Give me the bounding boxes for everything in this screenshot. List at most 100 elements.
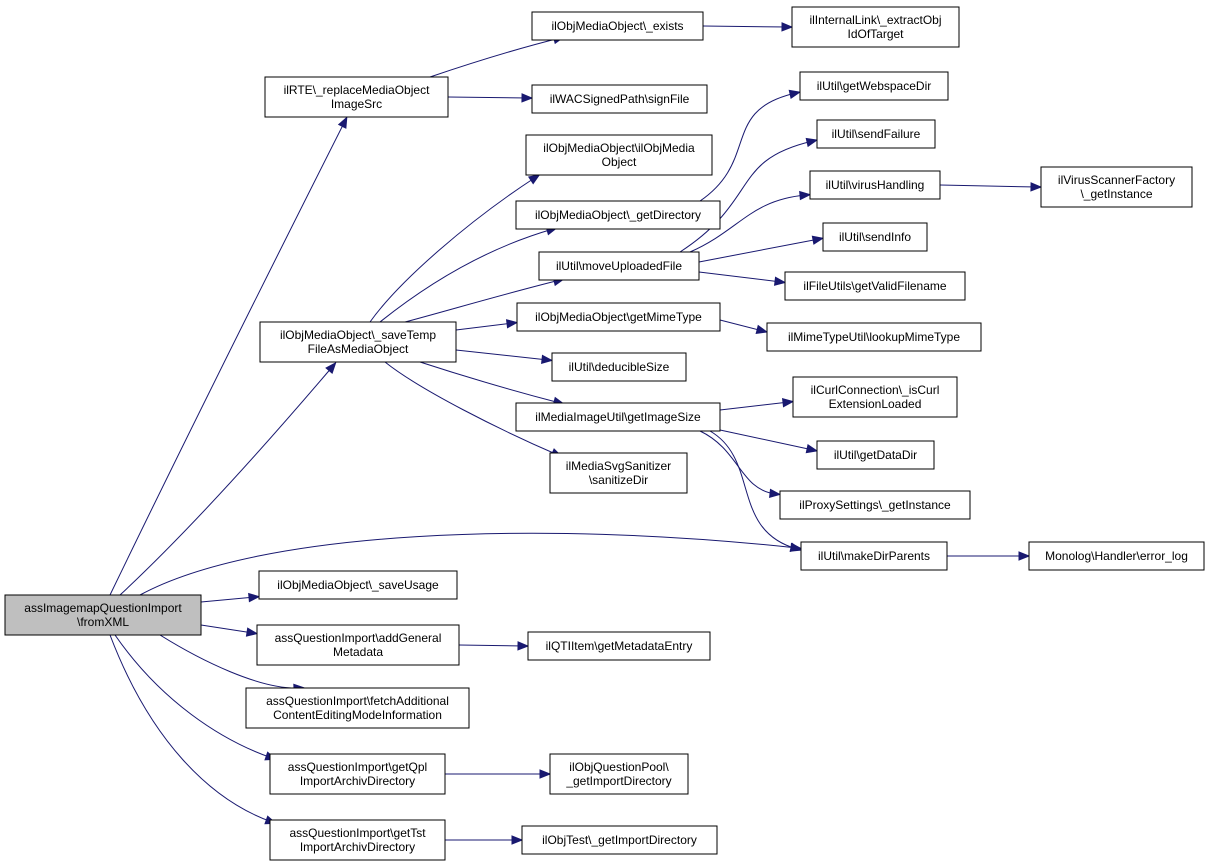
node-root[interactable]: assImagemapQuestionImport\fromXML xyxy=(4,594,202,636)
node-label: ilFileUtils\getValidFilename xyxy=(803,279,946,293)
node-label: Metadata xyxy=(333,645,383,659)
node-box xyxy=(799,71,949,101)
node-sendfail[interactable]: ilUtil\sendFailure xyxy=(816,119,936,149)
node-label: assQuestionImport\addGeneral xyxy=(275,631,442,645)
node-box xyxy=(525,134,713,176)
node-label: ImportArchivDirectory xyxy=(300,840,415,854)
node-label: \sanitizeDir xyxy=(589,473,648,487)
node-saveusage[interactable]: ilObjMediaObject\_saveUsage xyxy=(258,570,458,600)
node-imagesize[interactable]: ilMediaImageUtil\getImageSize xyxy=(515,402,721,432)
node-omoctor[interactable]: ilObjMediaObject\ilObjMediaObject xyxy=(525,134,713,176)
node-mkdir[interactable]: ilUtil\makeDirParents xyxy=(800,541,948,571)
node-monolog[interactable]: Monolog\Handler\error_log xyxy=(1028,541,1205,571)
node-validfn[interactable]: ilFileUtils\getValidFilename xyxy=(784,271,966,301)
node-label: ilMimeTypeUtil\lookupMimeType xyxy=(788,330,960,344)
edge-moveup-to-sendfail xyxy=(679,137,819,253)
edge-moveup-to-virus xyxy=(689,190,812,253)
edge-addmeta-to-qtimeta xyxy=(458,641,530,651)
node-wac[interactable]: ilWACSignedPath\signFile xyxy=(531,84,708,114)
node-tstimport[interactable]: ilObjTest\_getImportDirectory xyxy=(521,825,718,855)
arrowhead xyxy=(773,276,787,286)
edge-savetemp-to-omoctor xyxy=(369,174,541,323)
node-box xyxy=(1028,541,1205,571)
node-label: ilObjMediaObject\_saveTemp xyxy=(280,328,436,342)
node-qpldir[interactable]: assQuestionImport\getQplImportArchivDire… xyxy=(269,753,446,795)
arrowhead xyxy=(248,592,261,603)
edge-savetemp-to-deducible xyxy=(455,349,554,365)
edge-line xyxy=(455,322,514,331)
node-label: ilObjTest\_getImportDirectory xyxy=(542,833,697,847)
node-label: ilObjMediaObject\ilObjMedia xyxy=(543,141,695,155)
node-box xyxy=(816,119,936,149)
edge-line xyxy=(429,37,561,78)
arrowhead xyxy=(511,835,524,845)
edge-line xyxy=(702,25,789,28)
node-mimetype[interactable]: ilObjMediaObject\getMimeType xyxy=(516,302,721,332)
node-label: ilVirusScannerFactory xyxy=(1058,173,1175,187)
node-box xyxy=(816,440,935,470)
node-label: ExtensionLoaded xyxy=(829,397,922,411)
node-virusfac[interactable]: ilVirusScannerFactory\_getInstance xyxy=(1040,166,1193,208)
node-sendinfo[interactable]: ilUtil\sendInfo xyxy=(822,222,928,252)
node-label: _getImportDirectory xyxy=(565,774,671,788)
node-svgsan[interactable]: ilMediaSvgSanitizer\sanitizeDir xyxy=(549,452,688,494)
edge-root-to-addmeta xyxy=(200,624,259,637)
node-label: IdOfTarget xyxy=(847,27,904,41)
edge-line xyxy=(679,140,814,253)
node-box xyxy=(531,84,708,114)
node-proxy[interactable]: ilProxySettings\_getInstance xyxy=(779,490,971,520)
edge-line xyxy=(109,634,273,823)
arrowhead xyxy=(337,116,348,129)
edge-root-to-rte xyxy=(109,116,348,596)
node-box xyxy=(256,624,460,666)
edge-imagesize-to-datadir xyxy=(719,429,819,454)
node-virus[interactable]: ilUtil\virusHandling xyxy=(809,170,941,200)
arrowhead xyxy=(517,641,530,651)
node-box xyxy=(791,6,960,48)
node-box xyxy=(245,687,470,729)
arrowhead xyxy=(541,354,554,365)
arrowhead xyxy=(539,769,552,779)
node-exists[interactable]: ilObjMediaObject\_exists xyxy=(531,11,704,41)
node-box xyxy=(551,352,687,382)
node-label: ilUtil\virusHandling xyxy=(826,178,925,192)
node-datadir[interactable]: ilUtil\getDataDir xyxy=(816,440,935,470)
edge-line xyxy=(109,120,346,596)
node-getdir[interactable]: ilObjMediaObject\_getDirectory xyxy=(515,200,721,230)
edge-line xyxy=(119,365,334,596)
arrowhead xyxy=(781,398,795,408)
node-label: ilMediaSvgSanitizer xyxy=(566,459,671,473)
edge-line xyxy=(200,624,254,634)
node-label: Monolog\Handler\error_log xyxy=(1045,549,1188,563)
node-label: assQuestionImport\fetchAdditional xyxy=(266,694,449,708)
edge-line xyxy=(699,430,777,495)
node-box xyxy=(4,594,202,636)
node-box xyxy=(269,753,446,795)
edge-tstdir-to-tstimport xyxy=(445,835,524,845)
node-savetemp[interactable]: ilObjMediaObject\_saveTempFileAsMediaObj… xyxy=(259,321,457,363)
node-qtimeta[interactable]: ilQTIItem\getMetadataEntry xyxy=(527,631,711,661)
node-moveup[interactable]: ilUtil\moveUploadedFile xyxy=(538,251,700,281)
edge-line xyxy=(699,92,797,202)
edge-line xyxy=(447,96,529,99)
node-box xyxy=(269,819,446,861)
node-lookupmime[interactable]: ilMimeTypeUtil\lookupMimeType xyxy=(766,322,982,352)
node-label: ilQTIItem\getMetadataEntry xyxy=(546,639,693,653)
node-tstdir[interactable]: assQuestionImport\getTstImportArchivDire… xyxy=(269,819,446,861)
edge-exists-to-extract xyxy=(702,22,794,32)
node-qpimport[interactable]: ilObjQuestionPool\_getImportDirectory xyxy=(549,753,689,795)
node-fetchadd[interactable]: assQuestionImport\fetchAdditionalContent… xyxy=(245,687,470,729)
arrowhead xyxy=(805,444,819,454)
node-label: ilObjMediaObject\_getDirectory xyxy=(535,208,701,222)
node-webspace[interactable]: ilUtil\getWebspaceDir xyxy=(799,71,949,101)
edge-line xyxy=(379,228,554,323)
edge-line xyxy=(455,349,549,361)
node-label: ilObjMediaObject\_exists xyxy=(551,19,683,33)
node-deducible[interactable]: ilUtil\deducibleSize xyxy=(551,352,687,382)
edge-line xyxy=(719,401,790,411)
node-box xyxy=(549,753,689,795)
